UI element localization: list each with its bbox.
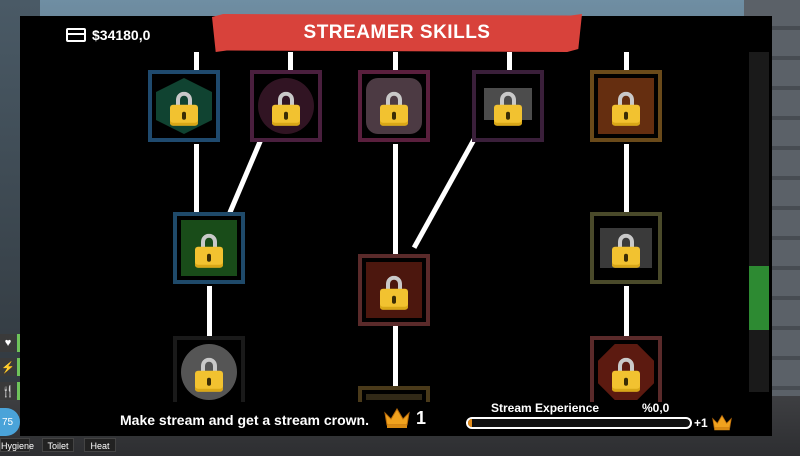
heart-icon: ♥ [0,334,20,352]
lock-icon [195,357,223,392]
money-amount: $34180,0 [92,27,151,43]
crown-icon [712,414,732,431]
connector-line [624,52,629,70]
lock-icon [195,233,223,268]
connector-line [393,52,398,70]
lock-icon [170,91,198,126]
skill-node-terminal[interactable] [590,212,662,284]
connector-line [624,286,629,336]
connector-line [194,52,199,70]
lock-icon [612,233,640,268]
connector-line [393,326,398,386]
stream-experience-fill [468,419,473,427]
title-banner: STREAMER SKILLS [212,14,582,52]
skill-node-head[interactable] [358,254,430,326]
skill-node-pizza[interactable] [590,70,662,142]
skill-node-monitor[interactable] [472,70,544,142]
food-icon: 🍴 [0,382,20,400]
avatar-value: 75 [2,416,14,428]
connector-line [194,144,199,212]
need-hygiene: Hygiene [0,438,34,452]
skill-node-green-device[interactable] [173,212,245,284]
player-avatar: 75 [0,408,20,436]
lock-icon [272,91,300,126]
need-heat: Heat [84,438,116,452]
scrollbar[interactable] [749,52,769,392]
lock-icon [612,91,640,126]
connector-line [207,286,212,336]
skill-node-toilet-paper[interactable] [173,336,245,408]
stream-experience-label: Stream Experience [491,401,600,415]
skill-node-lightning-phone[interactable] [250,70,322,142]
money-display: $34180,0 [66,25,150,45]
mission-text: Make stream and get a stream crown. [120,412,369,428]
lock-icon [380,91,408,126]
lock-icon [612,357,640,392]
skill-node-gamepad[interactable] [148,70,220,142]
crown-icon [384,408,410,428]
wallet-icon [66,28,86,42]
connector-line [393,144,398,254]
scrollbar-thumb[interactable] [749,266,769,330]
need-toilet: Toilet [42,438,74,452]
skill-node-stop-hand[interactable] [590,336,662,408]
stream-experience-bar [466,417,692,429]
crown-count: 1 [416,408,427,428]
stream-experience-percent: %0,0 [642,401,670,415]
page-title: STREAMER SKILLS [303,22,491,43]
lock-icon [494,91,522,126]
skill-node-mug[interactable] [358,70,430,142]
stream-experience-reward: +1 [694,416,708,430]
lock-icon [380,275,408,310]
partial-skill-icon [366,394,422,400]
connector-line [507,52,512,70]
skill-node-partial[interactable] [358,386,430,404]
connector-line [624,144,629,212]
energy-icon: ⚡ [0,358,20,376]
connector-line [288,52,293,70]
